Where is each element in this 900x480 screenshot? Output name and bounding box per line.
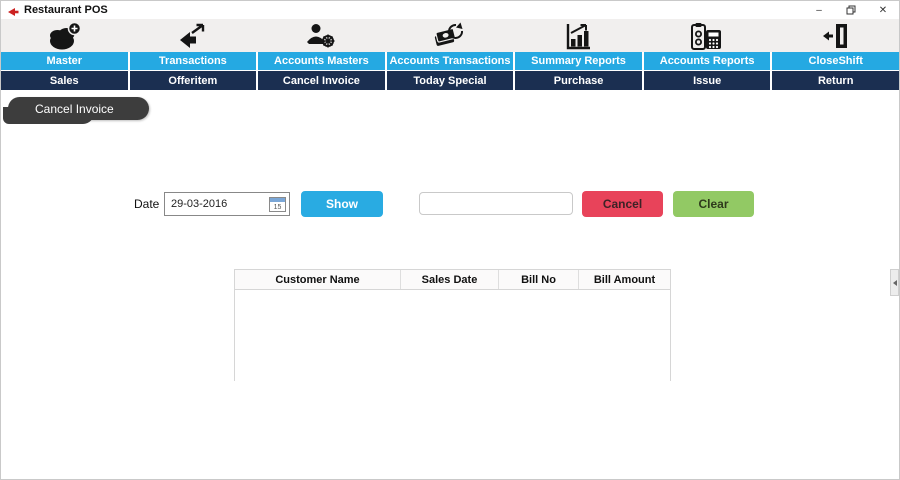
submenu-item-today-special[interactable]: Today Special — [386, 71, 514, 90]
invoices-table: Customer Name Sales Date Bill No Bill Am… — [234, 269, 671, 381]
submenu-item-sales[interactable]: Sales — [1, 71, 128, 90]
submenu-item-issue[interactable]: Issue — [643, 71, 771, 90]
calendar-dropdown-button[interactable]: 15 — [266, 194, 288, 214]
closeshift-icon[interactable] — [820, 21, 850, 51]
app-logo-icon — [6, 5, 19, 16]
active-tab-cancel-invoice[interactable]: Cancel Invoice — [3, 97, 149, 124]
restore-button[interactable] — [835, 1, 867, 19]
show-button[interactable]: Show — [301, 191, 383, 217]
panel-expander[interactable] — [890, 269, 899, 296]
menu-item-summary-reports[interactable]: Summary Reports — [515, 52, 642, 70]
calendar-icon: 15 — [268, 196, 286, 212]
window-title: Restaurant POS — [24, 4, 108, 16]
date-value: 29-03-2016 — [171, 198, 228, 210]
menu-item-accounts-transactions[interactable]: Accounts Transactions — [386, 52, 514, 70]
menu-item-accounts-masters[interactable]: Accounts Masters — [258, 52, 385, 70]
transactions-icon[interactable] — [177, 21, 209, 51]
accounts-transactions-icon[interactable] — [433, 21, 467, 51]
titlebar: Restaurant POS – ✕ — [1, 1, 899, 19]
minimize-button[interactable]: – — [816, 4, 822, 16]
menu-item-closeshift[interactable]: CloseShift — [772, 52, 899, 70]
column-header-sales-date[interactable]: Sales Date — [401, 270, 499, 289]
table-header-row: Customer Name Sales Date Bill No Bill Am… — [235, 270, 670, 290]
ribbon-icon-row — [1, 19, 899, 52]
close-button[interactable]: ✕ — [878, 4, 888, 16]
accounts-masters-icon[interactable] — [305, 21, 339, 51]
calendar-day-number: 15 — [273, 204, 281, 211]
submenu-item-offeritem[interactable]: Offeritem — [129, 71, 257, 90]
cancel-button[interactable]: Cancel — [582, 191, 663, 217]
tab-pill-shape — [3, 107, 94, 124]
window-controls: – ✕ — [803, 1, 899, 19]
main-menu-bar: Master Transactions Accounts Masters Acc… — [1, 52, 899, 70]
menu-item-transactions[interactable]: Transactions — [129, 52, 257, 70]
sub-menu-bar: Sales Offeritem Cancel Invoice Today Spe… — [1, 71, 899, 90]
column-header-bill-amount[interactable]: Bill Amount — [593, 273, 656, 286]
submenu-item-cancel-invoice[interactable]: Cancel Invoice — [258, 71, 385, 90]
summary-reports-icon[interactable] — [562, 21, 594, 51]
column-header-bill-no[interactable]: Bill No — [499, 270, 579, 289]
date-label: Date — [134, 197, 160, 211]
table-body-empty — [235, 290, 670, 381]
menu-item-master[interactable]: Master — [1, 52, 128, 70]
menu-item-accounts-reports[interactable]: Accounts Reports — [643, 52, 771, 70]
active-tab-label: Cancel Invoice — [35, 101, 114, 116]
chevron-left-icon — [892, 279, 897, 286]
submenu-item-return[interactable]: Return — [772, 71, 899, 90]
date-picker[interactable]: 29-03-2016 15 — [164, 192, 290, 216]
clear-button[interactable]: Clear — [673, 191, 754, 217]
invoice-number-input[interactable] — [419, 192, 573, 215]
submenu-item-purchase[interactable]: Purchase — [515, 71, 642, 90]
master-icon[interactable] — [48, 21, 82, 51]
column-header-customer-name[interactable]: Customer Name — [235, 270, 401, 289]
accounts-reports-icon[interactable] — [690, 21, 724, 51]
